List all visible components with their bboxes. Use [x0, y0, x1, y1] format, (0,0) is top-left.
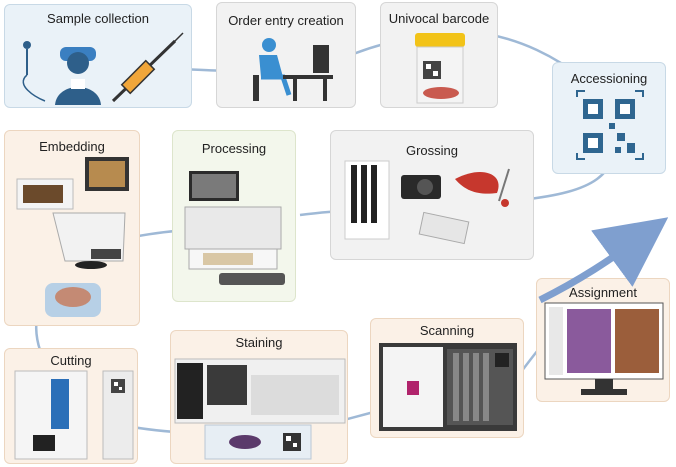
step-cutting: Cutting — [4, 348, 138, 464]
step-embedding: Embedding — [4, 130, 140, 326]
microtome-illustration — [14, 370, 134, 460]
step-sample-collection: Sample collection — [4, 4, 192, 108]
slide-scanner-illustration — [379, 343, 517, 431]
specimen-jar-illustration — [415, 33, 465, 104]
step-order-entry: Order entry creation — [216, 2, 356, 108]
grossing-illustration — [344, 160, 510, 245]
embedding-machine-illustration — [16, 157, 129, 317]
step-title: Univocal barcode — [388, 11, 490, 26]
step-title: Embedding — [39, 139, 105, 154]
step-univocal-barcode: Univocal barcode — [380, 2, 498, 108]
sample-collection-illustration — [22, 32, 184, 105]
step-title: Accessioning — [570, 71, 648, 86]
step-assignment: Assignment — [536, 278, 670, 402]
step-title: Scanning — [419, 323, 475, 338]
step-accessioning: Accessioning — [552, 62, 666, 174]
tissue-processor-illustration — [184, 171, 285, 285]
step-title: Processing — [201, 141, 267, 156]
step-staining: Staining — [170, 330, 348, 464]
stainer-illustration — [174, 358, 346, 460]
step-title: Staining — [235, 335, 283, 350]
step-title: Order entry creation — [228, 13, 344, 28]
step-title: Sample collection — [47, 11, 149, 26]
step-scanning: Scanning — [370, 318, 524, 438]
step-title: Cutting — [50, 353, 92, 368]
order-entry-illustration — [253, 38, 333, 101]
assignment-monitor-illustration — [544, 302, 664, 395]
step-title: Grossing — [405, 143, 459, 158]
qr-code-icon — [576, 90, 644, 160]
step-grossing: Grossing — [330, 130, 534, 260]
step-processing: Processing — [172, 130, 296, 302]
